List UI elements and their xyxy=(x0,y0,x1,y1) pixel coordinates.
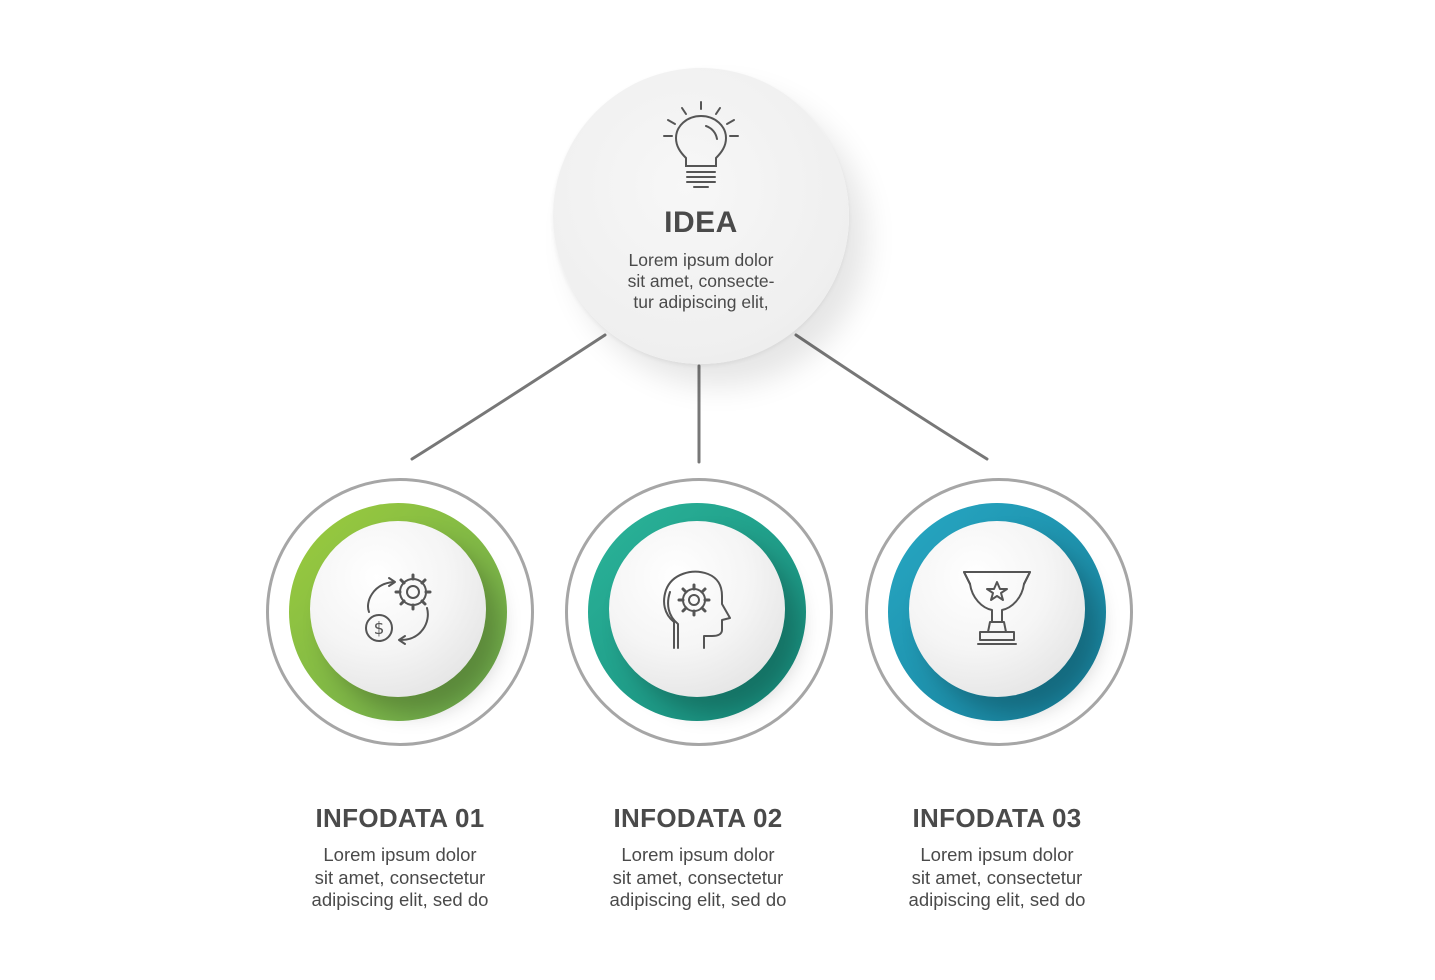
outer-ring xyxy=(865,478,1133,746)
infodata-text-line: Lorem ipsum dolor xyxy=(920,844,1074,865)
head-gear-icon xyxy=(663,570,731,649)
infodata-text-line: sit amet, consectetur xyxy=(612,866,784,888)
infodata-description: Lorem ipsum dolor sit amet, consectetur … xyxy=(847,844,1147,912)
infodata-description: Lorem ipsum dolor sit amet, consectetur … xyxy=(250,844,550,912)
infodata-02-caption: INFODATA 02 Lorem ipsum dolor sit amet, … xyxy=(548,803,848,912)
infodata-title: INFODATA 01 xyxy=(315,803,485,833)
idea-text-line: Lorem ipsum dolor xyxy=(628,250,774,270)
lightbulb-icon xyxy=(663,101,739,188)
infodata-03-node xyxy=(865,478,1133,746)
infodata-01-caption: INFODATA 01 Lorem ipsum dolor sit amet, … xyxy=(250,803,550,912)
icon-ball: $ xyxy=(310,521,486,697)
infodata-text-line: adipiscing elit, sed do xyxy=(311,889,489,910)
infodata-01-node: $ xyxy=(266,478,534,746)
idea-title: IDEA xyxy=(664,206,738,239)
idea-description: Lorem ipsum dolor sit amet, consecte- tu… xyxy=(593,250,809,313)
idea-circle: IDEA Lorem ipsum dolor sit amet, consect… xyxy=(553,68,849,364)
infodata-text-line: Lorem ipsum dolor xyxy=(323,844,477,865)
idea-text-line: sit amet, consecte- xyxy=(627,271,775,291)
infodata-03-caption: INFODATA 03 Lorem ipsum dolor sit amet, … xyxy=(847,803,1147,912)
idea-text-line: tur adipiscing elit, xyxy=(633,292,769,312)
outer-ring xyxy=(266,478,534,746)
trophy-icon xyxy=(963,571,1031,645)
infodata-02-node xyxy=(565,478,833,746)
icon-ball xyxy=(909,521,1085,697)
connector-right xyxy=(794,333,989,461)
infodata-description: Lorem ipsum dolor sit amet, consectetur … xyxy=(548,844,848,912)
infodata-text-line: adipiscing elit, sed do xyxy=(908,889,1086,910)
svg-text:$: $ xyxy=(374,619,385,639)
infodata-title: INFODATA 02 xyxy=(613,803,783,833)
money-gear-cycle-icon: $ xyxy=(365,573,432,645)
infodata-text-line: sit amet, consectetur xyxy=(911,866,1083,888)
infodata-text-line: sit amet, consectetur xyxy=(314,866,486,888)
connector-left xyxy=(410,333,607,461)
infodata-title: INFODATA 03 xyxy=(912,803,1082,833)
infodata-text-line: Lorem ipsum dolor xyxy=(621,844,775,865)
icon-ball xyxy=(609,521,785,697)
outer-ring xyxy=(565,478,833,746)
infodata-text-line: adipiscing elit, sed do xyxy=(609,889,787,910)
